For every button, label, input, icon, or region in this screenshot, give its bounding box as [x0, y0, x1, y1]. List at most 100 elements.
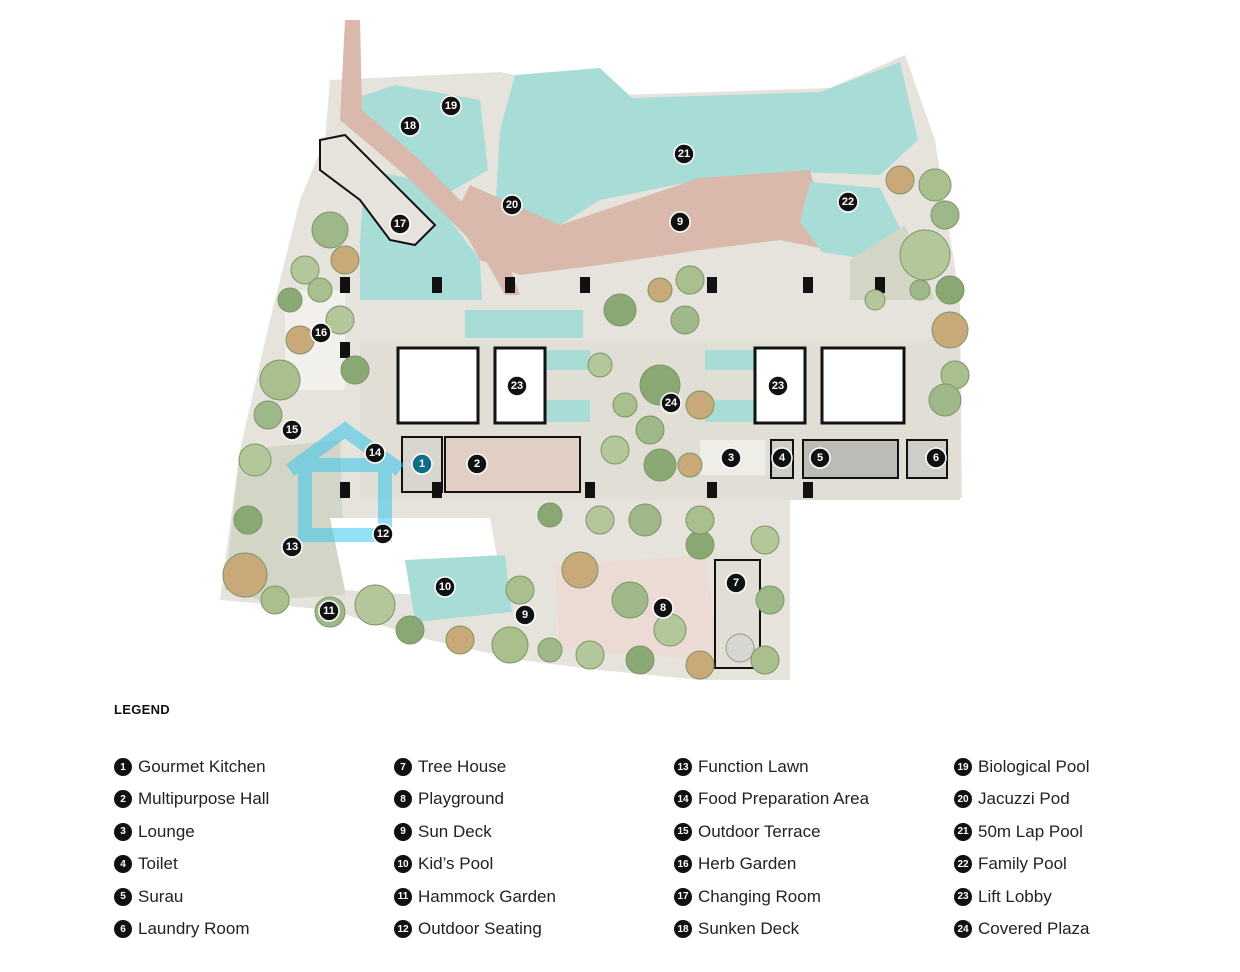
pillar — [432, 482, 442, 498]
legend-title: LEGEND — [114, 702, 170, 717]
tree-icon — [935, 275, 965, 305]
trees — [222, 165, 970, 680]
legend-label: Surau — [138, 886, 184, 906]
pillar — [505, 277, 515, 293]
family-pool — [800, 182, 905, 260]
area-marker-1: 1 — [411, 453, 433, 475]
legend-number: 17 — [674, 887, 692, 906]
legend-number: 24 — [954, 920, 972, 938]
legend-number: 9 — [394, 822, 412, 841]
tree-icon — [603, 293, 637, 327]
area-marker-23: 23 — [767, 375, 789, 397]
tree-icon — [750, 525, 780, 555]
marker-number: 20 — [506, 199, 518, 211]
legend-label: Family Pool — [978, 854, 1067, 874]
legend-label: Gourmet Kitchen — [138, 757, 266, 776]
legend-label: Sunken Deck — [698, 919, 800, 938]
legend-label: Multipurpose Hall — [138, 789, 270, 809]
tree-icon — [675, 265, 705, 295]
legend-label: 50m Lap Pool — [978, 821, 1083, 841]
legend-number: 6 — [114, 920, 132, 938]
tree-icon — [899, 229, 951, 281]
pillar — [875, 277, 885, 293]
pillar — [803, 482, 813, 498]
legend-label: Changing Room — [698, 886, 821, 906]
area-marker-24: 24 — [660, 392, 682, 414]
marker-number: 18 — [404, 120, 416, 132]
tree-icon — [653, 613, 687, 647]
area-marker-23: 23 — [506, 375, 528, 397]
tree-icon — [445, 625, 475, 655]
legend-item: 9 Sun Deck — [394, 821, 492, 843]
pillar — [340, 482, 350, 498]
marker-number: 24 — [665, 397, 678, 409]
lap-pool — [495, 62, 918, 240]
area-marker-11: 11 — [318, 600, 340, 622]
area-marker-6: 6 — [925, 447, 947, 469]
legend-label: Playground — [418, 789, 505, 809]
pillar — [340, 342, 350, 358]
legend-item: 17 Changing Room — [674, 886, 821, 908]
legend-label: Food Preparation Area — [698, 789, 870, 809]
marker-number: 8 — [660, 602, 666, 614]
legend-label: Lounge — [138, 821, 195, 841]
water-strip — [705, 400, 755, 422]
marker-number: 12 — [377, 528, 389, 540]
tree-icon — [611, 581, 649, 619]
tree-icon — [311, 211, 349, 249]
legend-number: 15 — [674, 822, 692, 841]
marker-number: 4 — [779, 452, 786, 464]
tree-icon — [612, 392, 638, 418]
legend-number: 20 — [954, 790, 972, 809]
pillar — [803, 277, 813, 293]
marker-number: 5 — [817, 452, 823, 464]
tree-icon — [290, 255, 320, 285]
tree-icon — [685, 650, 715, 680]
marker-number: 11 — [323, 605, 335, 617]
tree-icon — [909, 279, 931, 301]
tree-icon — [600, 435, 630, 465]
tree-icon — [253, 400, 283, 430]
pillar — [707, 277, 717, 293]
water-strip — [545, 400, 590, 422]
tree-icon — [930, 200, 960, 230]
legend-label: Function Lawn — [698, 757, 809, 776]
legend-label: Toilet — [138, 854, 178, 874]
marker-number: 16 — [315, 327, 327, 339]
tree-icon — [537, 637, 563, 663]
legend-number: 19 — [954, 758, 972, 776]
legend-label: Sun Deck — [418, 821, 492, 841]
tree-icon — [931, 311, 969, 349]
tree-icon — [575, 640, 605, 670]
tree-icon — [685, 530, 715, 560]
tree-icon — [643, 448, 677, 482]
tree-icon — [625, 645, 655, 675]
tree-icon — [325, 305, 355, 335]
tree-icon — [340, 355, 370, 385]
tree-icon — [233, 505, 263, 535]
pillar — [585, 482, 595, 498]
legend-number: 16 — [674, 855, 692, 874]
tree-icon — [222, 552, 268, 598]
legend-item: 19 Biological Pool — [954, 756, 1090, 778]
walkway — [340, 20, 520, 295]
tree-icon — [755, 585, 785, 615]
tree-icon — [885, 165, 915, 195]
area-marker-16: 16 — [310, 322, 332, 344]
surau — [802, 439, 899, 479]
tree-icon — [685, 390, 715, 420]
water-strip — [545, 350, 590, 370]
tree-icon — [928, 383, 962, 417]
legend-number: 1 — [114, 758, 132, 776]
legend-label: Biological Pool — [978, 757, 1090, 776]
marker-number: 22 — [842, 196, 854, 208]
